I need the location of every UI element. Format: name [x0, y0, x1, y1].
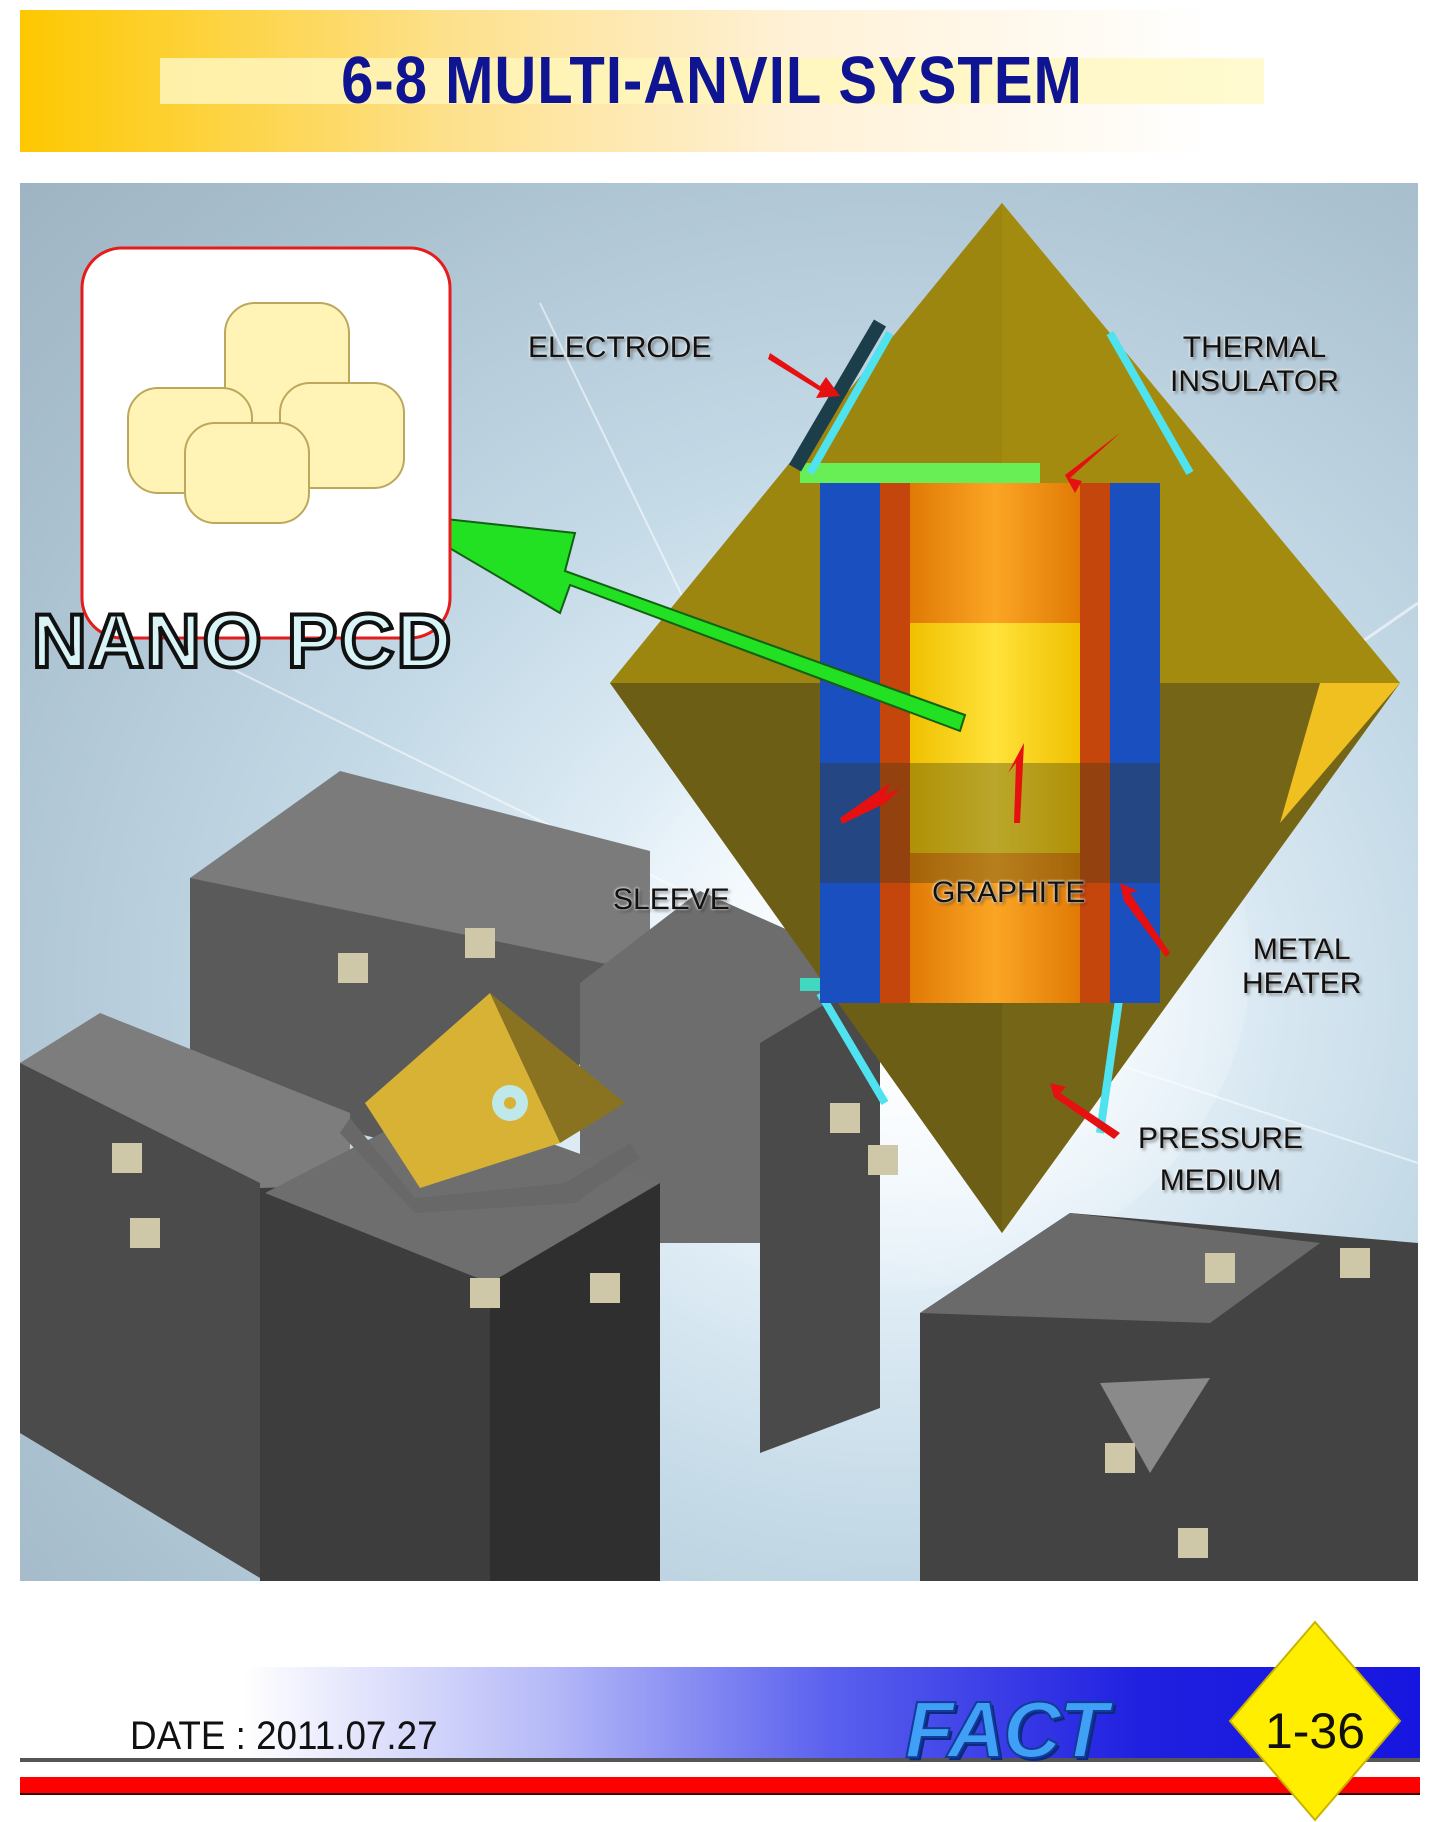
sample-column [820, 483, 1160, 1003]
footer-gradient-bar [20, 1667, 1420, 1761]
label-pressure-medium: PRESSURE MEDIUM [1138, 1122, 1304, 1197]
date-label: DATE : 2011.07.27 [130, 1714, 438, 1758]
label-sleeve: SLEEVE [613, 883, 730, 916]
page-title: 6-8 MULTI-ANVIL SYSTEM [341, 43, 1083, 118]
nano-pcd-label: NANO PCD [30, 597, 454, 686]
footer: DATE : 2011.07.27 FACT 1-36 [0, 1620, 1440, 1822]
brand-logo: FACT [904, 1684, 1109, 1775]
green-arrow [389, 512, 967, 733]
label-graphite: GRAPHITE [932, 876, 1086, 909]
small-octahedron [340, 993, 640, 1213]
diagram-scene: NANO PCD ELECTRODE THERMAL INSULATOR SLE… [20, 183, 1418, 1581]
page-number: 1-36 [1264, 1703, 1366, 1759]
anvil-markers [112, 928, 1370, 1558]
footer-divider [20, 1758, 1420, 1762]
label-electrode: ELECTRODE [528, 331, 712, 364]
label-thermal-insulator: THERMAL INSULATOR [1170, 331, 1339, 398]
nano-pcd-inset [80, 246, 452, 640]
footer-red-stripe [20, 1777, 1420, 1795]
label-metal-heater: METAL HEATER [1242, 933, 1362, 1000]
title-box: 6-8 MULTI-ANVIL SYSTEM [160, 47, 1264, 114]
diagram-graphics [20, 203, 1418, 1581]
red-arrows [768, 353, 1170, 1139]
